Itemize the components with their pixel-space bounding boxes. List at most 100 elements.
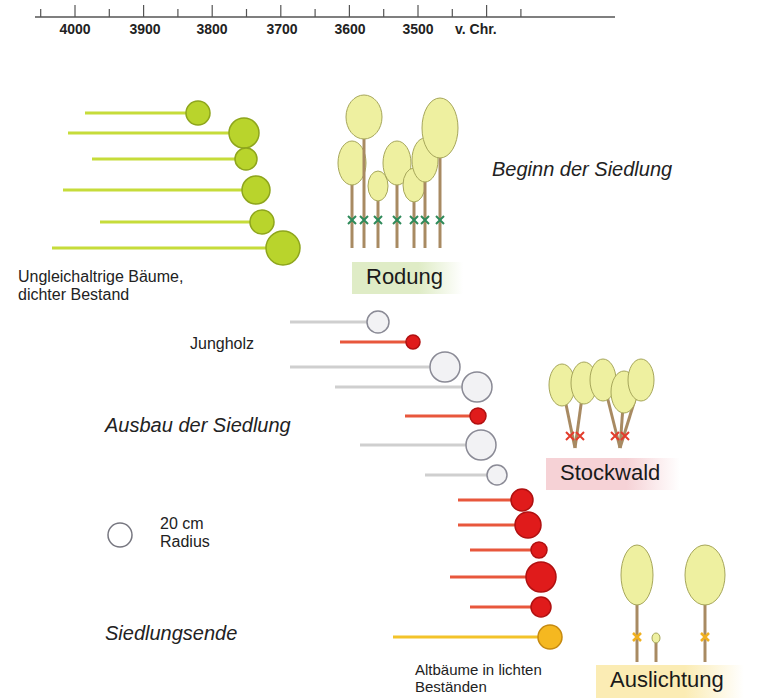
tree-radius-dot bbox=[466, 430, 496, 460]
cut-mark bbox=[410, 216, 418, 224]
tree-radius-dot bbox=[242, 176, 270, 204]
cut-mark bbox=[421, 216, 429, 224]
tree-crown bbox=[346, 95, 382, 139]
cut-mark bbox=[611, 432, 619, 440]
cut-mark bbox=[360, 216, 368, 224]
cut-mark bbox=[633, 633, 641, 641]
cut-mark bbox=[436, 216, 444, 224]
axis-label: v. Chr. bbox=[455, 21, 497, 37]
band-label: Rodung bbox=[366, 264, 443, 290]
growth-span bbox=[470, 549, 531, 552]
tree-radius-dot bbox=[526, 562, 556, 592]
annotation: Altbäume in lichten Beständen bbox=[415, 661, 565, 696]
axis-tick bbox=[280, 5, 281, 17]
axis-tick bbox=[383, 9, 384, 17]
tree-crown bbox=[628, 359, 654, 401]
axis-label: 3900 bbox=[129, 21, 160, 37]
caption-band: Stockwald bbox=[546, 458, 680, 490]
axis-tick bbox=[246, 9, 247, 17]
tree-radius-dot bbox=[487, 465, 507, 485]
growth-span bbox=[290, 321, 367, 324]
band-label: Auslichtung bbox=[610, 667, 724, 693]
axis-label: 4000 bbox=[59, 21, 90, 37]
tree-radius-dot bbox=[229, 118, 259, 148]
axis-tick bbox=[74, 5, 75, 17]
cut-mark bbox=[621, 432, 629, 440]
growth-span bbox=[63, 189, 242, 192]
cut-mark bbox=[701, 633, 709, 641]
annotation: Beginn der Siedlung bbox=[492, 158, 672, 181]
legend-swatch bbox=[108, 523, 132, 547]
axis-label: 3600 bbox=[334, 21, 365, 37]
tree-crown bbox=[685, 545, 725, 605]
tree-crown bbox=[652, 633, 660, 643]
caption-band: Rodung bbox=[352, 262, 463, 294]
tree-crown bbox=[422, 98, 458, 158]
axis-tick bbox=[315, 9, 316, 17]
tree-radius-dot bbox=[538, 625, 562, 649]
tree-radius-dot bbox=[235, 148, 257, 170]
axis-tick bbox=[486, 5, 487, 17]
growth-span bbox=[450, 576, 526, 579]
axis-ticks bbox=[41, 5, 521, 17]
axis-tick bbox=[109, 9, 110, 17]
tree-radius-dot bbox=[462, 372, 492, 402]
tree-radius-dot bbox=[186, 101, 210, 125]
axis-tick bbox=[452, 9, 453, 17]
axis-tick bbox=[349, 5, 350, 17]
time-axis bbox=[35, 16, 615, 18]
annotation: Siedlungsende bbox=[105, 622, 237, 645]
axis-tick bbox=[212, 5, 213, 17]
annotation: Ungleichaltrige Bäume, dichter Bestand bbox=[18, 268, 218, 305]
growth-span bbox=[92, 158, 235, 161]
tree-crown bbox=[621, 545, 653, 605]
growth-span bbox=[470, 606, 531, 609]
growth-span bbox=[290, 366, 430, 369]
tree-radius-dot bbox=[367, 311, 389, 333]
growth-span bbox=[335, 386, 462, 389]
growth-span bbox=[340, 341, 406, 344]
cut-mark bbox=[374, 216, 382, 224]
cut-mark bbox=[566, 432, 574, 440]
tree-illustrations bbox=[338, 95, 725, 662]
growth-span bbox=[393, 636, 538, 639]
growth-span bbox=[360, 444, 466, 447]
growth-span bbox=[100, 221, 250, 224]
tree-radius-dot bbox=[515, 512, 541, 538]
axis-tick bbox=[143, 5, 144, 17]
axis-tick bbox=[417, 5, 418, 17]
tree-radius-dot bbox=[430, 352, 460, 382]
cut-mark bbox=[393, 216, 401, 224]
cut-mark bbox=[348, 216, 356, 224]
axis-tick bbox=[520, 9, 521, 17]
tree-radius-dot bbox=[470, 408, 486, 424]
legend-text: 20 cm Radius bbox=[160, 515, 230, 552]
axis-tick bbox=[177, 9, 178, 17]
growth-span bbox=[425, 474, 487, 477]
axis-tick bbox=[40, 9, 41, 17]
cut-mark bbox=[576, 432, 584, 440]
annotation: Jungholz bbox=[190, 335, 254, 353]
growth-span bbox=[85, 112, 186, 115]
axis-label: 3500 bbox=[402, 21, 433, 37]
caption-band: Auslichtung bbox=[596, 665, 744, 698]
growth-span bbox=[405, 415, 470, 418]
growth-span bbox=[68, 132, 229, 135]
band-label: Stockwald bbox=[560, 460, 660, 486]
annotation: Ausbau der Siedlung bbox=[105, 414, 291, 437]
tree-radius-dot bbox=[531, 542, 547, 558]
tree-ring-series bbox=[52, 101, 562, 649]
tree-radius-dot bbox=[266, 231, 300, 265]
growth-span bbox=[458, 499, 511, 502]
axis-label: 3800 bbox=[196, 21, 227, 37]
tree-radius-dot bbox=[531, 597, 551, 617]
growth-span bbox=[52, 247, 266, 250]
tree-crown bbox=[338, 141, 366, 185]
growth-span bbox=[458, 524, 515, 527]
tree-radius-dot bbox=[250, 210, 274, 234]
axis-label: 3700 bbox=[266, 21, 297, 37]
tree-radius-dot bbox=[511, 489, 533, 511]
tree-radius-dot bbox=[406, 335, 420, 349]
